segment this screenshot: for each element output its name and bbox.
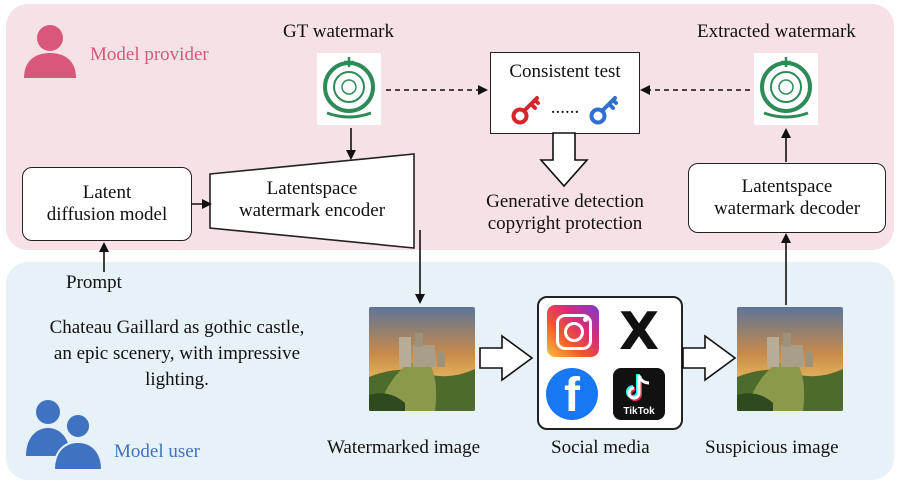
social-media-caption: Social media [551,437,650,458]
tiktok-wordmark: TikTok [623,406,655,417]
watermarked-image-caption: Watermarked image [327,437,481,458]
facebook-icon: f [546,368,598,420]
outcome-line-2: copyright protection [487,213,643,234]
watermark-encoder-label: Latentspace watermark encoder [214,178,410,222]
encoder-line-1: Latentspace [266,178,358,199]
decoder-line-1: Latentspace [741,176,833,197]
decoder-line-2: watermark decoder [713,198,861,219]
watermarked-image [369,307,475,411]
prompt-label: Prompt [66,272,122,293]
prompt-line-3: lighting. [145,369,209,390]
blue-key-icon [589,96,618,125]
outcome-text: Generative detection copyright protectio… [455,191,675,235]
instagram-icon [547,305,599,357]
prompt-text: Chateau Gaillard as gothic castle, an ep… [12,315,342,393]
consistent-test-box: Consistent test ...... [490,52,640,134]
user-people-icon [26,400,104,470]
extracted-watermark-seal-icon [754,53,818,125]
watermark-encoder-shape [209,153,415,249]
tiktok-icon: TikTok [613,368,665,420]
suspicious-image-caption: Suspicious image [705,437,839,458]
consistent-test-title: Consistent test [509,61,621,82]
outcome-line-1: Generative detection [486,191,644,212]
suspicious-image [737,307,843,411]
gt-watermark-label: GT watermark [283,21,394,42]
watermark-decoder-box: Latentspace watermark decoder [688,163,886,233]
provider-label: Model provider [90,44,209,65]
consistent-test-dots: ...... [550,97,580,118]
ldm-line-2: diffusion model [46,204,168,225]
extracted-watermark-label: Extracted watermark [697,21,856,42]
latent-diffusion-model-box: Latent diffusion model [22,167,192,241]
ldm-line-1: Latent [82,182,132,203]
red-key-icon [511,96,540,125]
encoder-line-2: watermark encoder [238,200,386,221]
provider-person-icon [24,25,76,78]
user-label: Model user [114,441,201,462]
prompt-line-2: an epic scenery, with impressive [53,343,301,364]
x-icon: X [618,302,660,362]
gt-watermark-seal-icon [317,53,381,125]
prompt-line-1: Chateau Gaillard as gothic castle, [49,317,305,338]
